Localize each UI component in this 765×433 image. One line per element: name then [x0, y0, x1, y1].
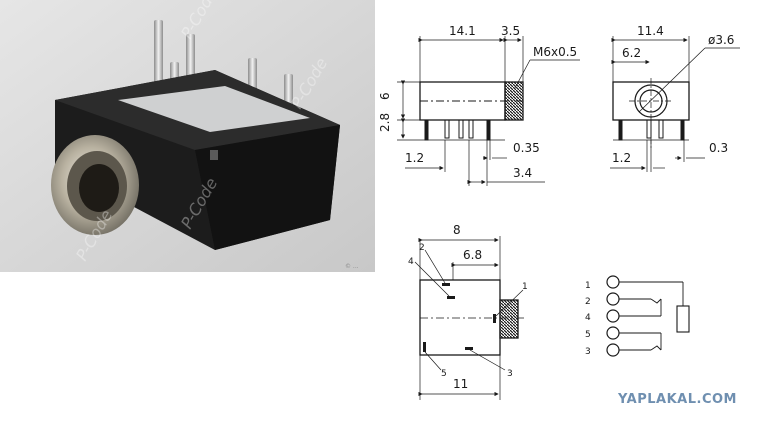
front-thread-label: M6x0.5	[533, 45, 577, 59]
top-total-label: 8	[453, 223, 461, 237]
front-height-label: 6	[378, 92, 392, 100]
top-pin-label: 3	[507, 369, 513, 379]
schematic-pin-label: 2	[585, 297, 591, 307]
jack-socket-ring	[51, 135, 139, 235]
side-center-label: 6.2	[622, 46, 641, 60]
schematic-pin-label: 4	[585, 313, 591, 323]
front-pin-thick-label: 0.35	[513, 141, 540, 155]
schematic-pin-label: 5	[585, 330, 591, 340]
top-view	[414, 236, 525, 400]
top-pin-label: 5	[441, 369, 447, 379]
side-pin-left-label: 1.2	[612, 151, 631, 165]
schematic-symbol	[606, 275, 690, 357]
technical-drawing: 14.1 3.5 M6x0.5 6 2.8 1.2 0.35 3.4	[375, 0, 765, 429]
jack-photo-illustration: P-Code P-Code P-Code P-Code © ...	[0, 0, 375, 272]
site-watermark: YAPLAKAL.COM	[618, 392, 737, 407]
schematic-pin-label: 3	[585, 347, 591, 357]
front-width-label: 14.1	[449, 24, 476, 38]
jack-body	[55, 70, 340, 250]
product-photo: P-Code P-Code P-Code P-Code © ...	[0, 0, 375, 272]
top-pin-label: 2	[419, 243, 425, 253]
photo-corner-mark: © ...	[345, 263, 359, 270]
side-hole-label: ø3.6	[708, 33, 734, 47]
top-pin-label: 1	[522, 282, 528, 292]
front-pin-right-label: 3.4	[513, 166, 532, 180]
top-inner-label: 6.8	[463, 248, 482, 262]
front-nut-label: 3.5	[501, 24, 520, 38]
front-pin-left-label: 1.2	[405, 151, 424, 165]
top-pin-label: 4	[408, 257, 414, 267]
side-pin-thick-label: 0.3	[709, 141, 728, 155]
schematic-pin-label: 1	[585, 281, 591, 291]
front-view	[397, 36, 580, 186]
top-bottom-label: 11	[453, 377, 468, 391]
front-base-label: 2.8	[378, 113, 392, 132]
side-width-label: 11.4	[637, 24, 664, 38]
side-view	[610, 36, 740, 172]
